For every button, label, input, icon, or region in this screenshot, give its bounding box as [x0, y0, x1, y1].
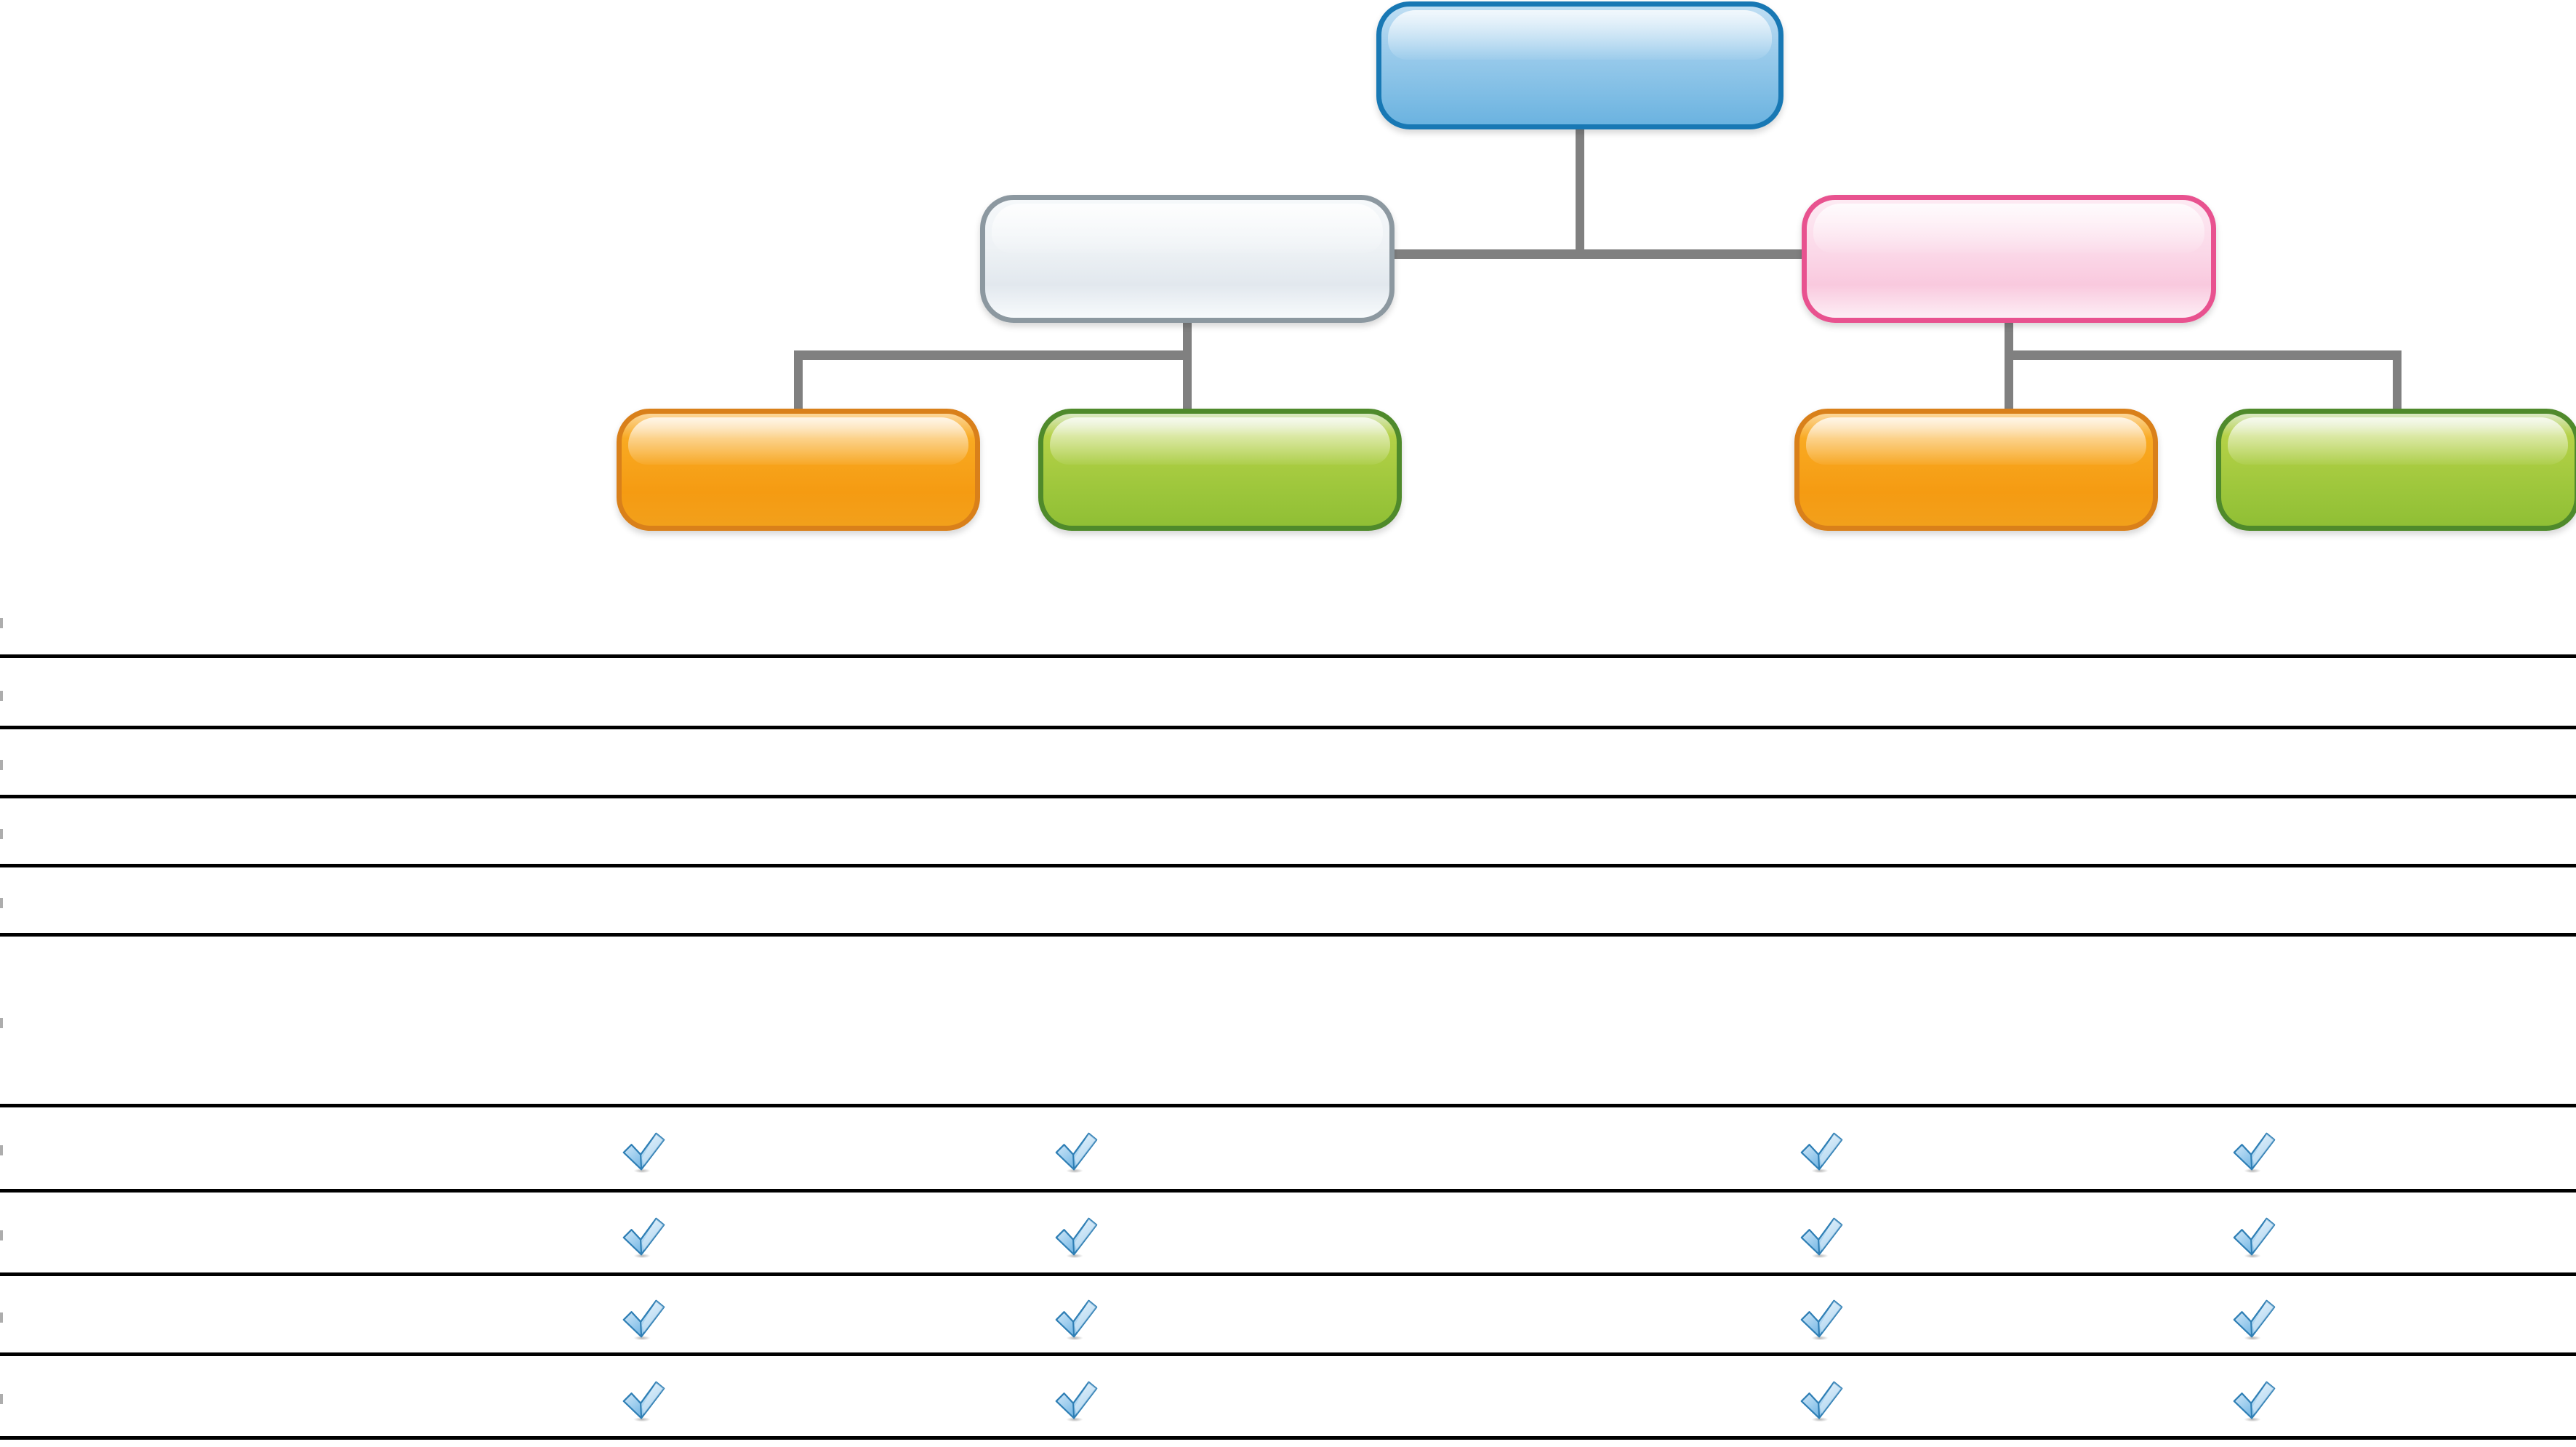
blue-glossy-check-icon[interactable]: [1054, 1296, 1099, 1342]
connector-left-horizontal: [794, 350, 1192, 360]
connector-right-horizontal: [2005, 350, 2402, 360]
node-leaf-1[interactable]: [617, 409, 980, 531]
table-rule: [0, 726, 2576, 729]
node-root[interactable]: [1376, 1, 1783, 129]
table-rule: [0, 1352, 2576, 1356]
connector-root-horizontal: [1390, 249, 1806, 259]
node-leaf-4[interactable]: [2216, 409, 2576, 531]
row-label-clipped: [0, 1018, 3, 1028]
blue-glossy-check-icon[interactable]: [1054, 1378, 1099, 1423]
row-label-clipped: [0, 1230, 3, 1240]
row-label-clipped: [0, 829, 3, 839]
row-label-clipped: [0, 760, 3, 770]
blue-glossy-check-icon[interactable]: [2231, 1296, 2276, 1342]
blue-glossy-check-icon[interactable]: [1054, 1214, 1099, 1259]
node-gloss: [1806, 417, 2146, 465]
node-gloss: [1813, 204, 2204, 254]
table-rule: [0, 864, 2576, 867]
blue-glossy-check-icon[interactable]: [2231, 1378, 2276, 1423]
blue-glossy-check-icon[interactable]: [1799, 1378, 1844, 1423]
connector-left-drop-1: [794, 350, 803, 414]
node-right-branch[interactable]: [1802, 195, 2216, 323]
table-rule: [0, 1189, 2576, 1193]
connector-right-stem: [2005, 317, 2013, 412]
node-gloss: [2228, 417, 2568, 465]
table-rule: [0, 933, 2576, 937]
table-rule: [0, 654, 2576, 658]
connector-left-stem: [1183, 317, 1192, 412]
node-gloss: [628, 417, 968, 465]
row-label-clipped: [0, 1145, 3, 1155]
blue-glossy-check-icon[interactable]: [1054, 1129, 1099, 1174]
row-label-clipped: [0, 1312, 3, 1323]
blue-glossy-check-icon[interactable]: [621, 1378, 666, 1423]
node-left-branch[interactable]: [980, 195, 1395, 323]
table-rule: [0, 1104, 2576, 1107]
row-label-clipped: [0, 618, 3, 628]
node-gloss: [992, 204, 1383, 254]
blue-glossy-check-icon[interactable]: [621, 1129, 666, 1174]
row-label-clipped: [0, 898, 3, 908]
node-gloss: [1388, 10, 1772, 60]
blue-glossy-check-icon[interactable]: [1799, 1214, 1844, 1259]
table-rule: [0, 1272, 2576, 1276]
org-chart-diagram: [0, 0, 2576, 574]
blue-glossy-check-icon[interactable]: [1799, 1129, 1844, 1174]
blue-glossy-check-icon[interactable]: [2231, 1129, 2276, 1174]
node-gloss: [1050, 417, 1390, 465]
node-leaf-2[interactable]: [1038, 409, 1402, 531]
node-leaf-3[interactable]: [1794, 409, 2158, 531]
blue-glossy-check-icon[interactable]: [621, 1296, 666, 1342]
comparison-table: [0, 574, 2576, 1447]
table-rule: [0, 795, 2576, 798]
blue-glossy-check-icon[interactable]: [1799, 1296, 1844, 1342]
connector-right-drop-2: [2393, 350, 2402, 414]
row-label-clipped: [0, 1394, 3, 1404]
connector-root-stem: [1576, 124, 1584, 254]
table-rule: [0, 1436, 2576, 1440]
blue-glossy-check-icon[interactable]: [621, 1214, 666, 1259]
row-label-clipped: [0, 691, 3, 701]
blue-glossy-check-icon[interactable]: [2231, 1214, 2276, 1259]
